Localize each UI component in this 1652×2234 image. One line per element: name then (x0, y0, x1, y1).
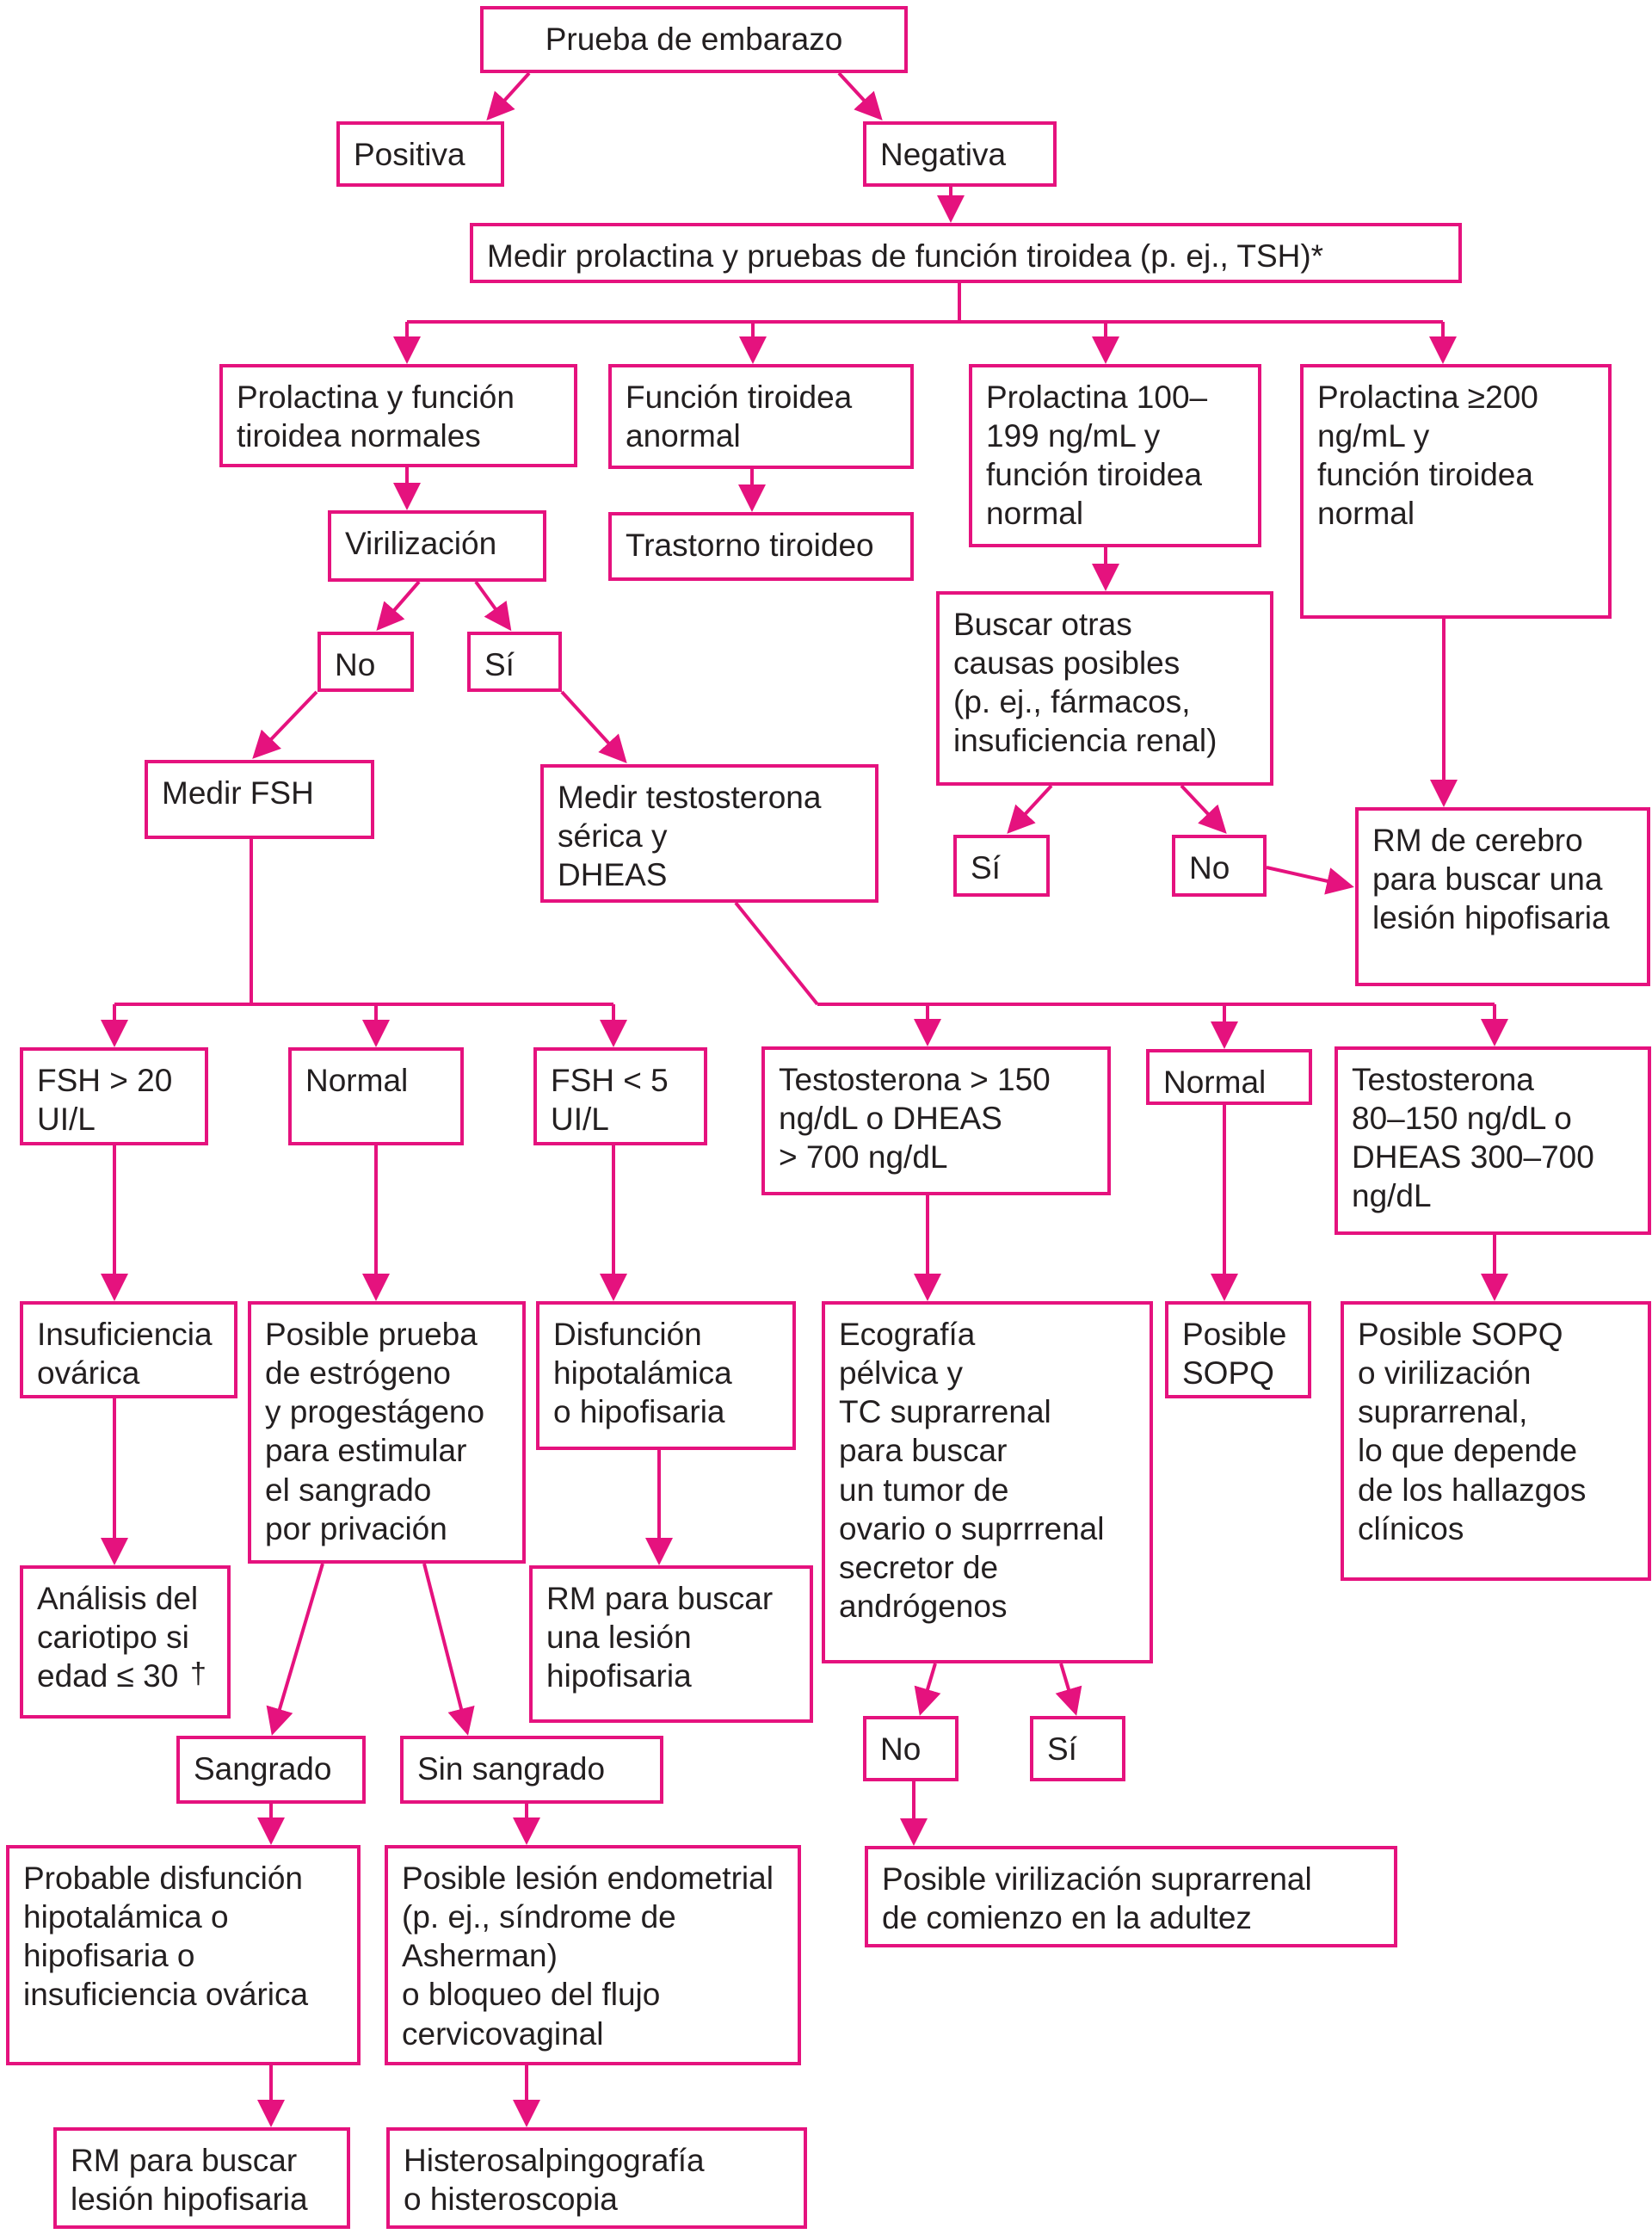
node-prolactin-200: Prolactina ≥200 ng/mL y función tiroidea… (1300, 364, 1612, 619)
edge-viril-no (376, 580, 421, 632)
edge-test-negative (837, 71, 883, 120)
node-testosterone-normal: Normal (1146, 1049, 1312, 1105)
node-tumor-no: No (863, 1716, 959, 1781)
node-fsh-lt-5: FSH < 5 UI/L (533, 1047, 707, 1145)
node-possible-pcos: Posible SOPQ (1165, 1301, 1311, 1398)
node-brain-mri: RM de cerebro para buscar una lesión hip… (1355, 807, 1650, 986)
edge-us-yes (1055, 1663, 1082, 1716)
node-other-causes: Buscar otras causas posibles (p. ej., fá… (936, 591, 1273, 786)
node-progestin-test: Posible prueba de estrógeno y progestáge… (248, 1301, 526, 1564)
node-pregnancy-test: Prueba de embarazo (480, 6, 908, 73)
edge-test-positive (486, 71, 531, 120)
node-abnormal-thyroid: Función tiroidea anormal (608, 364, 914, 469)
node-mri-search-lesion: RM para buscar lesión hipofisaria (53, 2127, 350, 2229)
node-testosterone-high: Testosterona > 150 ng/dL o DHEAS > 700 n… (761, 1046, 1111, 1195)
node-pelvic-ultrasound: Ecografía pélvica y TC suprarrenal para … (822, 1301, 1153, 1663)
node-normal-prolactin-thyroid: Prolactina y función tiroidea normales (219, 364, 577, 467)
node-endometrial-lesion: Posible lesión endometrial (p. ej., sínd… (385, 1845, 801, 2065)
node-positive: Positiva (336, 121, 504, 187)
edge-yes-testo (560, 690, 627, 763)
node-pcos-or-adrenal: Posible SOPQ o virilización suprarrenal,… (1341, 1301, 1651, 1581)
edge-no-fsh (252, 690, 318, 759)
node-prolactin-100-199: Prolactina 100– 199 ng/mL y función tiro… (969, 364, 1261, 547)
node-other-causes-no: No (1172, 835, 1267, 897)
node-no-bleeding: Sin sangrado (400, 1736, 663, 1804)
edge-other-yes (1007, 784, 1053, 834)
edge-progestin-bleeding (266, 1563, 324, 1736)
edge-testo-trunk (734, 901, 819, 1006)
node-bleeding: Sangrado (176, 1736, 366, 1804)
node-fsh-normal: Normal (288, 1047, 464, 1145)
node-thyroid-disorder: Trastorno tiroideo (608, 512, 914, 581)
node-measure-fsh: Medir FSH (145, 760, 374, 839)
edge-other-no (1180, 784, 1227, 834)
node-other-causes-yes: Sí (953, 835, 1050, 897)
node-karyotype: Análisis del cariotipo si edad ≤ 30 (20, 1565, 231, 1719)
node-negative: Negativa (863, 121, 1057, 187)
node-virilization-no: No (317, 632, 414, 692)
node-testosterone-mid: Testosterona 80–150 ng/dL o DHEAS 300–70… (1335, 1046, 1651, 1235)
node-measure-prolactin-tsh: Medir prolactina y pruebas de función ti… (470, 223, 1462, 283)
node-measure-testosterone: Medir testosterona sérica y DHEAS (540, 764, 878, 903)
node-probable-dysfunction: Probable disfunción hipotalámica o hipof… (6, 1845, 361, 2065)
edge-viril-yes (474, 580, 512, 632)
node-ovarian-failure: Insuficiencia ovárica (20, 1301, 237, 1398)
karyotype-footnote-mark: † (190, 1657, 206, 1690)
node-virilization-yes: Sí (467, 632, 562, 692)
node-mri-pituitary-lesion: RM para buscar una lesión hipofisaria (529, 1565, 813, 1723)
node-hysterosalpingography: Histerosalpingografía o histeroscopia (386, 2127, 807, 2229)
node-virilization: Virilización (328, 510, 546, 582)
node-hypothalamic-dysfunction: Disfunción hipotalámica o hipofisaria (536, 1301, 796, 1450)
node-tumor-yes: Sí (1030, 1716, 1125, 1781)
node-fsh-gt-20: FSH > 20 UI/L (20, 1047, 208, 1145)
node-adult-onset-virilization: Posible virilización suprarrenal de comi… (865, 1846, 1397, 1947)
edge-us-no (914, 1663, 941, 1716)
edge-no-mri (1266, 866, 1354, 895)
edge-progestin-nobleeding (422, 1563, 475, 1736)
